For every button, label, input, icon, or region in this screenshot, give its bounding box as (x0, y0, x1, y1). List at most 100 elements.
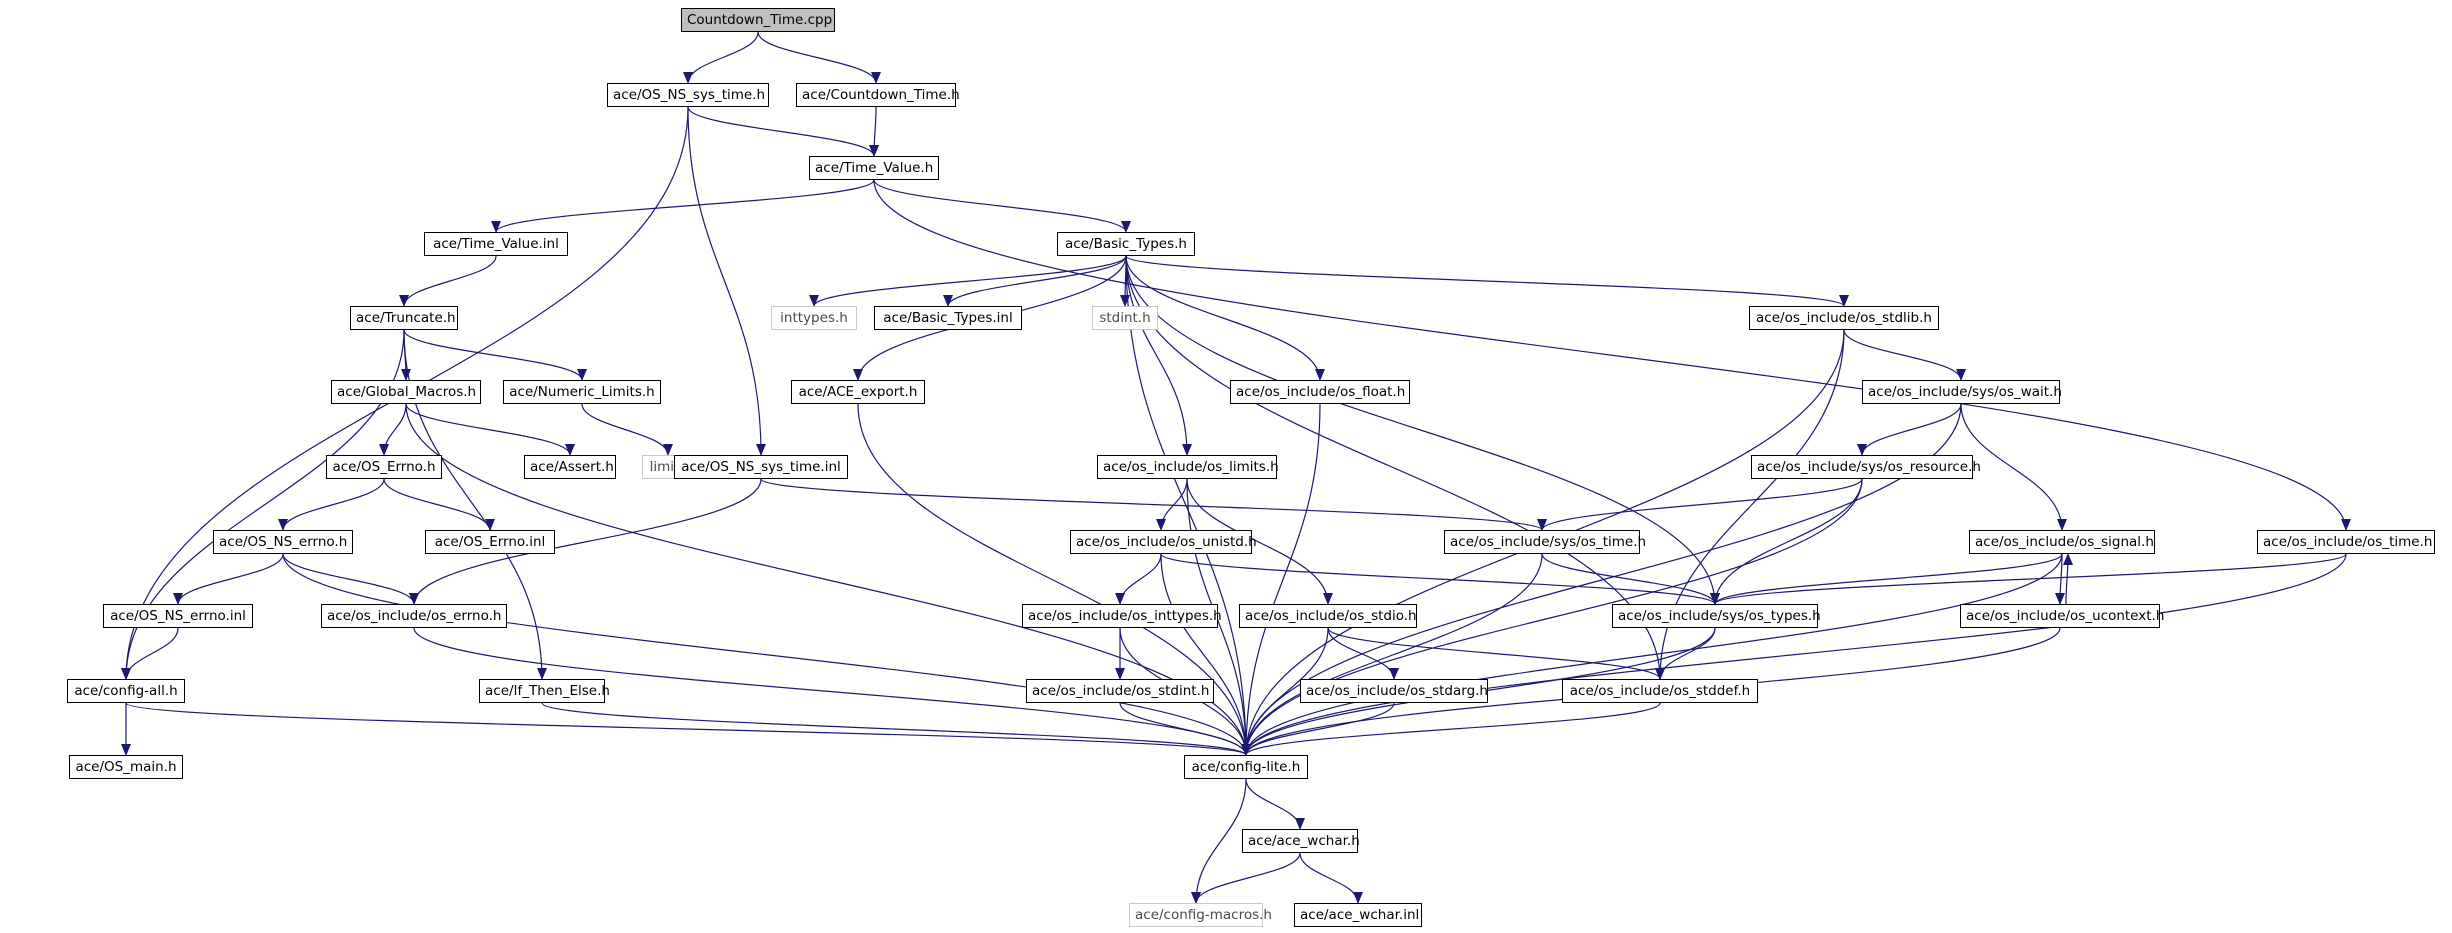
edge-os_ns_errno_h-to-os_ns_errno_inl (173, 553, 284, 605)
edge-time_value_h-to-time_value_inl (491, 179, 875, 233)
edge-os_resource_h-to-sys_os_time_h (1537, 478, 1863, 531)
node-ace-os-include-os-errno-h[interactable]: ace/os_include/os_errno.h (321, 604, 507, 628)
node-ace-os-ns-errno-inl[interactable]: ace/OS_NS_errno.inl (103, 604, 253, 628)
node-ace-os-include-os-stdlib-h[interactable]: ace/os_include/os_stdlib.h (1749, 306, 1939, 330)
edge-global_macros_h-to-os_errno_h_cap (379, 403, 407, 456)
edge-os_errno_h_cap-to-os_errno_inl_cap (383, 478, 495, 531)
edge-root-to-countdown_time_h (757, 31, 881, 84)
node-ace-os-include-sys-os-resource-h[interactable]: ace/os_include/sys/os_resource.h (1751, 455, 1981, 479)
node-ace-basic-types-inl[interactable]: ace/Basic_Types.inl (874, 306, 1022, 330)
edge-time_value_h-to-os_time_h (873, 179, 2351, 531)
edge-numeric_limits_h-to-limits (581, 403, 673, 456)
edge-basic_types_h-to-os_limits_h (1125, 255, 1192, 456)
edge-ace_wchar_h-to-config_macros_h (1191, 852, 1301, 904)
node-ace-os-include-os-unistd-h[interactable]: ace/os_include/os_unistd.h (1070, 530, 1257, 554)
edge-os_wait_h-to-os_resource_h (1857, 403, 1962, 456)
edge-time_value_inl-to-truncate_h (399, 255, 497, 307)
edge-global_macros_h-to-assert_h (405, 403, 575, 456)
edge-os_ns_sys_time_inl-to-os_include_errno_h (409, 478, 762, 605)
edge-os_resource_h-to-sys_os_types_h (1710, 478, 1863, 605)
node-inttypes-h: inttypes.h (771, 306, 857, 330)
edge-os_unistd_h-to-sys_os_types_h (1160, 553, 1720, 605)
node-ace-os-include-os-stddef-h[interactable]: ace/os_include/os_stddef.h (1562, 679, 1758, 703)
edge-if_then_else_h-to-config_lite_h (541, 702, 1251, 756)
node-ace-time-value-inl[interactable]: ace/Time_Value.inl (424, 232, 568, 256)
edge-time_value_h-to-basic_types_h (873, 179, 1131, 233)
edge-sys_os_time_h-to-config_lite_h (1241, 553, 1543, 756)
edge-config_all_h-to-config_lite_h (125, 702, 1251, 756)
node-ace-ace-wchar-h[interactable]: ace/ace_wchar.h (1242, 829, 1360, 853)
edge-os_limits_h-to-os_stdio_h (1186, 478, 1333, 605)
edge-basic_types_h-to-os_float_h (1125, 255, 1325, 381)
node-ace-os-include-os-limits-h[interactable]: ace/os_include/os_limits.h (1097, 455, 1279, 479)
node-ace-numeric-limits-h[interactable]: ace/Numeric_Limits.h (503, 380, 661, 404)
node-ace-ace-export-h[interactable]: ace/ACE_export.h (791, 380, 925, 404)
edge-sys_os_time_h-to-sys_os_types_h (1541, 553, 1720, 605)
node-ace-os-main-h[interactable]: ace/OS_main.h (69, 755, 183, 779)
node-ace-os-ns-errno-h[interactable]: ace/OS_NS_errno.h (213, 530, 353, 554)
node-ace-os-ns-sys-time-inl[interactable]: ace/OS_NS_sys_time.inl (674, 455, 848, 479)
node-ace-os-errno-inl[interactable]: ace/OS_Errno.inl (425, 530, 555, 554)
edge-os_ns_errno_inl-to-config_all_h (121, 627, 179, 680)
node-ace-os-errno-h[interactable]: ace/OS_Errno.h (326, 455, 442, 479)
node-ace-os-include-sys-os-wait-h[interactable]: ace/os_include/sys/os_wait.h (1862, 380, 2062, 404)
node-ace-if-then-else-h[interactable]: ace/If_Then_Else.h (479, 679, 610, 703)
edge-os_ns_errno_h-to-os_include_errno_h (282, 553, 419, 605)
node-ace-os-include-os-stdio-h[interactable]: ace/os_include/os_stdio.h (1239, 604, 1417, 628)
edge-os_stdio_h-to-config_lite_h (1241, 627, 1329, 756)
node-ace-os-include-os-float-h[interactable]: ace/os_include/os_float.h (1230, 380, 1410, 404)
node-ace-os-include-os-stdarg-h[interactable]: ace/os_include/os_stdarg.h (1300, 679, 1488, 703)
edge-os_ns_errno_h-to-config_lite_h (282, 553, 1251, 756)
edge-os_errno_h_cap-to-os_ns_errno_h (278, 478, 385, 531)
edge-root-to-os_ns_sys_time_h (683, 31, 759, 84)
edge-os_limits_h-to-os_unistd_h (1156, 478, 1188, 531)
node-ace-config-lite-h[interactable]: ace/config-lite.h (1184, 755, 1308, 779)
edge-os_stddef_h-to-config_lite_h (1241, 702, 1661, 756)
edge-basic_types_h-to-basic_types_inl (943, 255, 1127, 307)
edge-os_ns_sys_time_inl-to-sys_os_time_h (760, 478, 1547, 531)
edge-os_unistd_h-to-os_inttypes_h (1115, 553, 1162, 605)
edge-basic_types_h-to-inttypes_h (809, 255, 1127, 307)
node-ace-ace-wchar-inl[interactable]: ace/ace_wchar.inl (1294, 903, 1422, 927)
node-countdown-time-cpp[interactable]: Countdown_Time.cpp (681, 8, 835, 32)
node-ace-os-include-os-inttypes-h[interactable]: ace/os_include/os_inttypes.h (1022, 604, 1222, 628)
node-ace-os-include-os-time-h[interactable]: ace/os_include/os_time.h (2257, 530, 2435, 554)
node-ace-os-include-sys-os-types-h[interactable]: ace/os_include/sys/os_types.h (1612, 604, 1821, 628)
edge-os_stdarg_h-to-config_lite_h (1241, 702, 1395, 756)
node-ace-os-include-sys-os-time-h[interactable]: ace/os_include/sys/os_time.h (1444, 530, 1646, 554)
edge-os_ns_sys_time_h-to-time_value_h (687, 106, 879, 157)
edge-os_stdio_h-to-os_stdarg_h (1327, 627, 1399, 680)
edge-countdown_time_h-to-time_value_h (869, 106, 880, 157)
node-ace-config-all-h[interactable]: ace/config-all.h (67, 679, 185, 703)
edge-truncate_h-to-numeric_limits_h (403, 329, 587, 381)
node-ace-os-include-os-signal-h[interactable]: ace/os_include/os_signal.h (1969, 530, 2155, 554)
node-ace-os-include-os-ucontext-h[interactable]: ace/os_include/os_ucontext.h (1960, 604, 2164, 628)
edge-os_stdio_h-to-os_stddef_h (1327, 627, 1665, 680)
edge-basic_types_h-to-sys_os_types_h (1125, 255, 1720, 605)
node-ace-os-ns-sys-time-h[interactable]: ace/OS_NS_sys_time.h (607, 83, 769, 107)
edge-os_time_h-to-config_lite_h (1241, 553, 2347, 756)
node-ace-os-include-os-stdint-h[interactable]: ace/os_include/os_stdint.h (1026, 679, 1214, 703)
edge-os_float_h-to-config_lite_h (1241, 403, 1321, 756)
node-ace-config-macros-h: ace/config-macros.h (1129, 903, 1272, 927)
node-ace-time-value-h[interactable]: ace/Time_Value.h (809, 156, 939, 180)
edge-os_wait_h-to-os_signal_h (1960, 403, 2067, 531)
node-ace-countdown-time-h[interactable]: ace/Countdown_Time.h (796, 83, 960, 107)
node-stdint-h: stdint.h (1092, 306, 1158, 330)
edge-os_stdlib_h-to-os_wait_h (1843, 329, 1966, 381)
node-ace-truncate-h[interactable]: ace/Truncate.h (350, 306, 458, 330)
edge-os_resource_h-to-config_lite_h (1241, 478, 1863, 756)
edge-os_signal_h-to-os_ucontext_h (2055, 553, 2066, 605)
edge-os_signal_h-to-sys_os_types_h (1710, 553, 2063, 605)
edge-os_unistd_h-to-config_lite_h (1160, 553, 1251, 756)
edge-basic_types_h-to-os_stdlib_h (1125, 255, 1849, 307)
edge-ace_export_h-to-config_lite_h (857, 403, 1251, 756)
edge-os_ucontext_h-to-os_signal_h (2062, 553, 2073, 605)
edge-sys_os_types_h-to-os_stddef_h (1655, 627, 1716, 680)
node-ace-assert-h[interactable]: ace/Assert.h (524, 455, 616, 479)
edge-config_lite_h-to-config_macros_h (1191, 778, 1247, 904)
node-ace-basic-types-h[interactable]: ace/Basic_Types.h (1057, 232, 1195, 256)
node-ace-global-macros-h[interactable]: ace/Global_Macros.h (331, 380, 481, 404)
edge-os_signal_h-to-config_lite_h (1241, 553, 2063, 756)
